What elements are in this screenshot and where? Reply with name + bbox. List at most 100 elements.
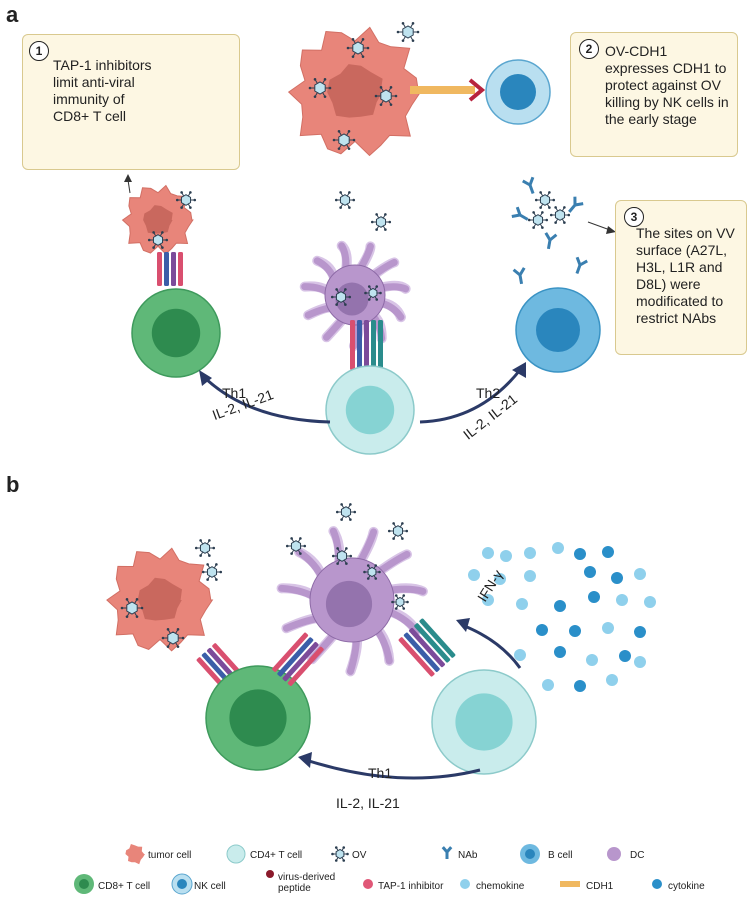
- label-th1-b: Th1: [368, 765, 393, 781]
- ov-spike-tip: [394, 594, 398, 597]
- ov-spike-tip: [346, 46, 350, 50]
- legend-peptide-icon: [266, 870, 274, 878]
- ov-spike-tip: [290, 552, 293, 555]
- legend-tumor-icon: [125, 844, 145, 865]
- ov-spike-tip: [549, 213, 553, 217]
- ov-spike-tip: [387, 529, 391, 533]
- ov-spike-tip: [402, 594, 406, 597]
- nab-stem: [528, 184, 535, 194]
- ov-spike-tip: [336, 562, 339, 565]
- ov-spike-tip: [176, 628, 180, 631]
- ov-spike-tip: [335, 288, 338, 291]
- nab-antibody-icon: [575, 256, 588, 274]
- ov-spike-tip: [336, 547, 339, 550]
- nab-antibody-icon: [568, 196, 584, 213]
- ov-icon: [334, 191, 356, 209]
- receptor-chain: [277, 637, 314, 677]
- callout1-pointer-head: [124, 174, 132, 182]
- legend-cd8-icon-nucleus: [79, 879, 89, 889]
- ov-spike-tip: [161, 246, 164, 249]
- receptor-chain: [178, 252, 183, 286]
- ov-spike-tip: [140, 606, 144, 610]
- ov-icon: [370, 213, 392, 231]
- ov-spike-tip: [331, 554, 335, 558]
- callout1-pointer: [127, 179, 131, 194]
- legend-chemokine-icon: [460, 879, 470, 889]
- ov-spike-tip: [353, 510, 357, 514]
- legend-peptide-label: virus-derived peptide: [278, 872, 336, 894]
- tumor-nucleus: [143, 205, 173, 234]
- ov-spike-tip: [135, 615, 139, 618]
- ov-spike-tip: [396, 30, 400, 34]
- nab-antibody-icon: [522, 176, 535, 194]
- ov-spike-tip: [394, 607, 398, 610]
- receptor-chain: [282, 641, 319, 682]
- callout-text: TAP-1 inhibitors limit anti-viral immuni…: [53, 57, 152, 124]
- receptor-chain: [164, 252, 169, 286]
- ov-spike-tip: [345, 547, 348, 550]
- nab-arm: [549, 233, 558, 242]
- ov-capsid: [290, 540, 302, 552]
- receptor-chain: [414, 623, 451, 663]
- ov-spike-tip: [367, 298, 371, 301]
- ov-spike-tip: [175, 198, 179, 202]
- ov-spike-tip: [181, 636, 185, 640]
- mhc-tcr-complex-b3: [398, 618, 456, 677]
- ov-capsid: [314, 81, 326, 95]
- ov-capsid: [380, 89, 392, 103]
- chemokine-dot: [634, 568, 646, 580]
- legend-tap-icon: [363, 879, 373, 889]
- ov-spike-tip: [349, 554, 353, 558]
- ov-spike-tip: [345, 562, 348, 565]
- ov-spike-tip: [308, 86, 312, 90]
- legend-nk-label: NK cell: [194, 881, 226, 892]
- cd8-t-cell-b: [205, 665, 311, 771]
- tumor-nucleus: [327, 64, 383, 118]
- ov-icon: [527, 211, 549, 229]
- chemokine-dot: [524, 547, 536, 559]
- mhc-tcr-complex-a2: [350, 320, 383, 370]
- receptor-chain: [272, 632, 309, 672]
- ov-spike-tip: [406, 600, 409, 604]
- legend-dc-label: DC: [630, 850, 645, 861]
- ov-icon: [175, 191, 197, 209]
- legend-dc-icon: [607, 847, 621, 861]
- ov-capsid: [352, 41, 364, 55]
- ov-capsid: [340, 506, 352, 518]
- ov-spike-tip: [552, 198, 556, 202]
- ov-spike-tip: [545, 218, 549, 222]
- ov-spike-tip: [366, 46, 370, 50]
- ov-spike-tip: [375, 213, 378, 216]
- ov-spike-tip: [161, 231, 164, 234]
- ov-spike-tip: [384, 228, 387, 231]
- nab-arm: [528, 176, 535, 186]
- tumor-cell-a1: [121, 184, 194, 255]
- ov-spike-tip: [342, 846, 346, 849]
- ov-icon: [120, 598, 144, 618]
- receptor-chain: [287, 646, 324, 686]
- ov-spike-tip: [541, 226, 544, 229]
- ov-spike-tip: [303, 544, 307, 548]
- chemokine-dot: [644, 596, 656, 608]
- ov-spike-tip: [389, 103, 393, 106]
- ov-spike-tip: [125, 598, 129, 601]
- chemokine-dot: [482, 547, 494, 559]
- legend-cd8-label: CD8+ T cell: [98, 881, 151, 892]
- ov-spike-tip: [176, 645, 180, 648]
- callout3-pointer: [587, 221, 611, 231]
- label-il-b: IL-2, IL-21: [336, 795, 400, 811]
- ov-spike-tip: [394, 94, 398, 98]
- ov-spike-tip: [206, 578, 209, 581]
- ov-spike-tip: [411, 22, 415, 25]
- chemokine-dot: [616, 594, 628, 606]
- legend-cdh1-icon: [560, 881, 580, 887]
- ov-capsid: [375, 216, 387, 228]
- ov-capsid: [152, 234, 164, 246]
- cytokine-dot: [619, 650, 631, 662]
- ov-capsid: [199, 542, 211, 554]
- receptor-chain: [364, 320, 369, 370]
- ov-spike-tip: [389, 86, 393, 89]
- ov-icon: [147, 231, 169, 249]
